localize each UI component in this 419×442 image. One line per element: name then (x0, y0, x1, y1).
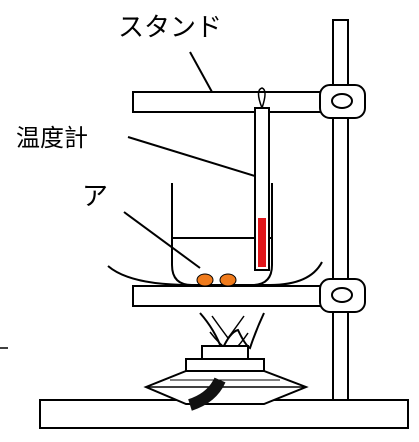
label-stand: スタンド (118, 13, 222, 43)
thermometer-liquid (258, 218, 266, 267)
water-bath-dish (107, 261, 323, 286)
lower-clamp-ring-icon (319, 278, 366, 313)
label-thermometer: 温度計 (16, 124, 88, 152)
upper-clamp-ring-icon (319, 84, 366, 119)
label-substance: ア (82, 182, 108, 212)
burner-neck (201, 345, 249, 360)
bead (219, 273, 237, 287)
burner-collar (185, 358, 265, 372)
thermometer-leader-line (127, 136, 256, 177)
substance-leader-line (123, 211, 201, 269)
bead (196, 273, 214, 287)
gas-hose (187, 377, 226, 411)
stand-leader-line (189, 51, 213, 93)
beaker (171, 183, 273, 286)
stand-pole (332, 19, 349, 401)
thermometer-string (257, 87, 266, 109)
